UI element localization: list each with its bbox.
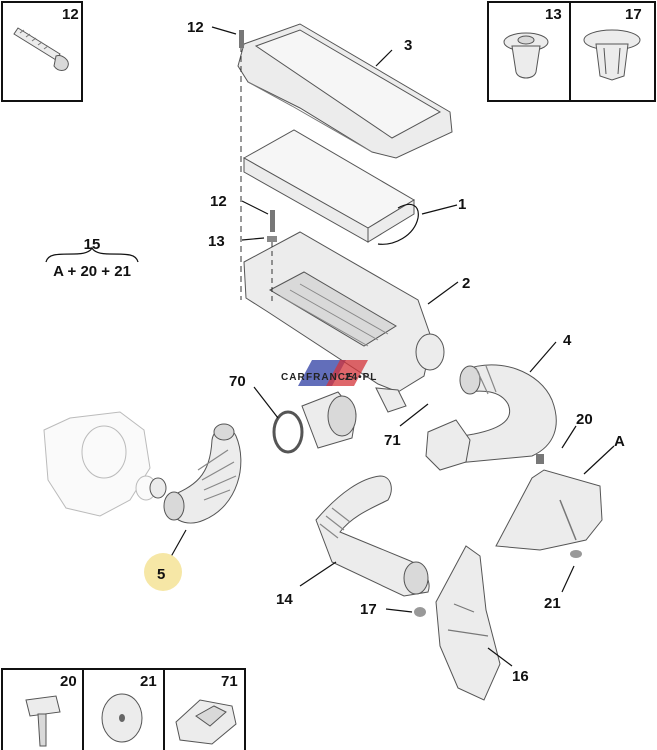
callout-12-top: 12 — [187, 19, 204, 36]
callout-2: 2 — [462, 275, 470, 292]
callout-16: 16 — [512, 668, 529, 685]
callout-20: 20 — [576, 411, 593, 428]
detail-box-71-label: 71 — [221, 673, 238, 690]
clip-20-illustration — [25, 695, 61, 747]
callout-14: 14 — [276, 591, 293, 608]
bolt-12-illustration — [13, 27, 69, 71]
nut-13-illustration — [503, 32, 549, 79]
air-filter-lid — [237, 23, 453, 159]
clip-17-illustration — [583, 29, 641, 81]
callout-13: 13 — [208, 233, 225, 250]
callout-a: A — [614, 433, 625, 450]
bracket-16 — [414, 545, 501, 701]
elbow-duct — [425, 364, 557, 471]
callout-71: 71 — [384, 432, 401, 449]
callout-12-mid: 12 — [210, 193, 227, 210]
callout-21: 21 — [544, 595, 561, 612]
intake-hose — [163, 423, 242, 524]
watermark-middle: FRANCE — [306, 372, 354, 383]
bolts-and-guide-line — [239, 30, 277, 304]
air-box-housing — [243, 231, 445, 413]
leader-lines — [167, 26, 615, 667]
bracket-a — [495, 454, 603, 558]
detail-box-21-label: 21 — [140, 673, 157, 690]
turbocharger-ghost — [43, 411, 157, 517]
detail-box-20-21-71: 20 21 71 — [1, 668, 246, 750]
callout-70: 70 — [229, 373, 246, 390]
callout-3: 3 — [404, 37, 412, 54]
callout-1: 1 — [458, 196, 466, 213]
callout-4: 4 — [563, 332, 572, 349]
lower-duct — [315, 475, 430, 597]
detail-box-20-label: 20 — [60, 673, 77, 690]
group-15-formula: A + 20 + 21 — [53, 263, 131, 280]
detail-box-12: 12 — [1, 1, 83, 102]
clamp-and-adapter — [149, 391, 357, 499]
detail-box-17-label: 17 — [625, 6, 642, 23]
watermark-prefix: CAR — [281, 372, 306, 383]
washer-21-illustration — [101, 693, 143, 743]
callout-17: 17 — [360, 601, 377, 618]
callout-labels: 12 3 1 12 13 2 4 70 71 20 A 5 14 17 16 2… — [157, 19, 625, 685]
callout-5: 5 — [157, 566, 165, 583]
detail-box-13-label: 13 — [545, 6, 562, 23]
watermark-logo: CAR FRANCE 24•PL — [281, 360, 377, 386]
group-15-legend: 15 A + 20 + 21 — [45, 236, 139, 280]
detail-box-12-label: 12 — [62, 6, 79, 23]
callout-5-highlight — [144, 553, 182, 591]
group-15-number: 15 — [84, 236, 101, 253]
clip-71-illustration — [175, 699, 237, 745]
watermark-suffix: 24•PL — [345, 372, 377, 383]
air-filter-element — [242, 129, 419, 245]
detail-box-13-17: 13 17 — [487, 1, 656, 102]
